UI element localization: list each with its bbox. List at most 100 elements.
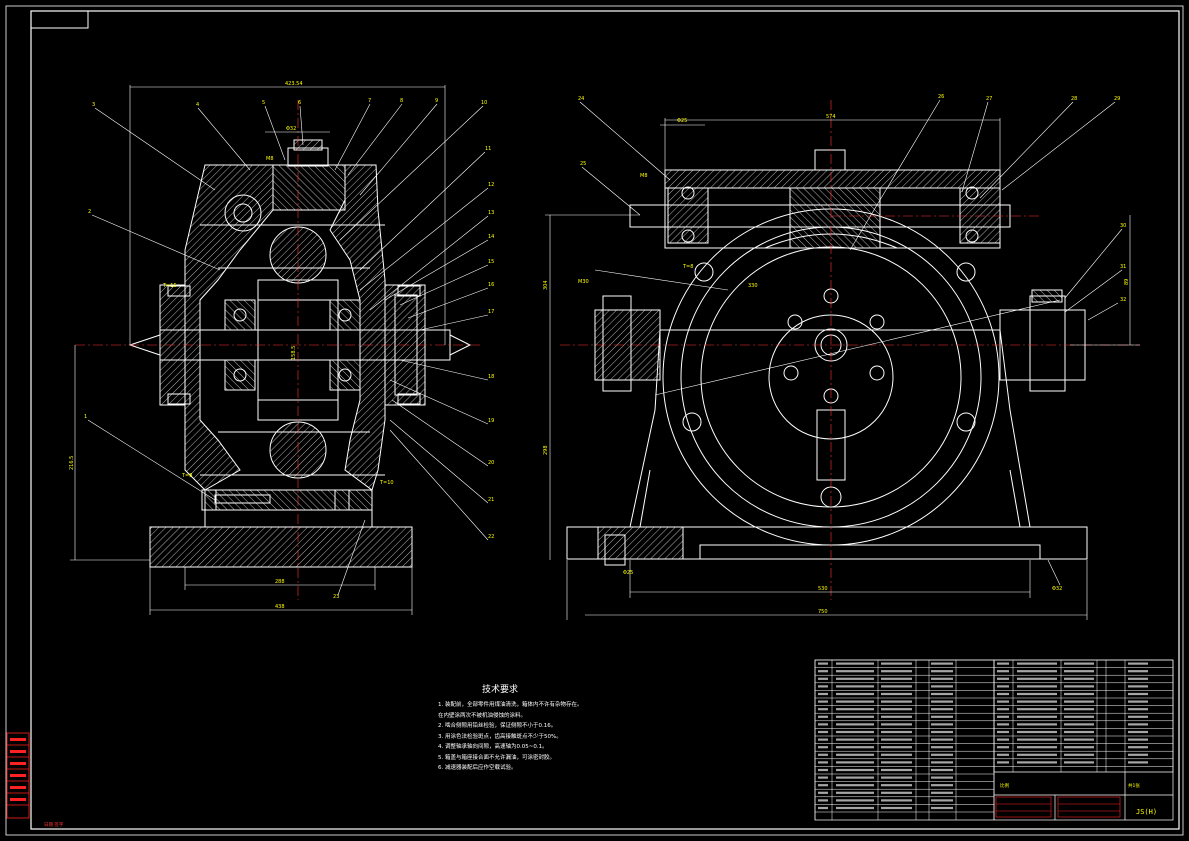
svg-text:9: 9	[435, 98, 438, 104]
parts-list-cell	[1064, 746, 1094, 749]
parts-list-cell	[1064, 708, 1094, 711]
svg-text:19: 19	[488, 418, 494, 424]
parts-list-cell	[931, 791, 953, 794]
parts-list-cell	[997, 761, 1009, 764]
parts-list-cell	[931, 715, 953, 718]
technical-requirements-list: 1. 装配前，全部零件用煤油清洗，箱体内不许有杂物存在。 在内壁涂两次不被机油侵…	[438, 700, 583, 774]
parts-list-cell	[818, 730, 828, 734]
svg-text:8: 8	[400, 98, 403, 104]
parts-list-cell	[931, 670, 953, 673]
signature-block	[995, 796, 1121, 818]
svg-text:304: 304	[543, 280, 549, 290]
right-centerlines	[560, 100, 1140, 600]
svg-text:10: 10	[481, 100, 487, 106]
parts-list-cell	[997, 700, 1009, 703]
parts-list-cell	[818, 685, 828, 688]
side-stamp-tag: 日期 签字	[44, 823, 64, 828]
parts-list-cell	[1017, 761, 1057, 764]
parts-list-cell	[931, 708, 953, 711]
svg-text:11: 11	[485, 146, 491, 152]
parts-list-cell	[1064, 738, 1094, 741]
parts-list-cell	[836, 784, 874, 787]
parts-list-cell	[818, 708, 828, 711]
parts-list-cell	[997, 708, 1009, 711]
svg-text:M8: M8	[640, 173, 648, 179]
svg-text:24: 24	[578, 96, 584, 102]
svg-text:23: 23	[333, 594, 339, 600]
svg-text:89: 89	[1124, 279, 1130, 285]
parts-list-cell	[1128, 692, 1148, 696]
svg-text:18: 18	[488, 374, 494, 380]
parts-list-cell	[881, 799, 912, 802]
parts-list-cell	[818, 776, 828, 779]
parts-list-cell	[1128, 685, 1148, 688]
svg-text:3: 3	[92, 102, 95, 108]
svg-text:750: 750	[818, 609, 828, 615]
parts-list-cell	[931, 662, 953, 665]
parts-list-cell	[997, 662, 1009, 665]
parts-list-cell	[1064, 685, 1094, 688]
parts-list-cell	[1128, 670, 1148, 673]
svg-text:29: 29	[1114, 96, 1120, 102]
requirement-item: 5. 箱盖与箱座接合面不允许漏油，可涂密封胶。	[438, 754, 555, 761]
parts-list-cell	[931, 776, 953, 779]
svg-text:12: 12	[488, 182, 494, 188]
right-front-view	[566, 149, 1088, 566]
parts-list-cell	[931, 723, 953, 726]
svg-text:T=8: T=8	[682, 264, 693, 270]
sheet-label: 共1张	[1128, 784, 1140, 789]
parts-list-cell	[881, 708, 912, 711]
svg-text:T=8: T=8	[181, 473, 192, 479]
parts-list-cell	[836, 768, 874, 772]
parts-list-cell	[931, 746, 953, 749]
requirement-item: 在内壁涂两次不被机油侵蚀的涂料。	[438, 712, 527, 719]
parts-list-cell	[931, 677, 953, 680]
parts-list-cell	[1064, 692, 1094, 696]
parts-list-rows	[814, 659, 1174, 820]
svg-text:330: 330	[748, 283, 758, 289]
parts-list-cell	[931, 784, 953, 787]
parts-list-cell	[1064, 730, 1094, 734]
parts-list-cell	[1017, 738, 1057, 741]
svg-text:32: 32	[1120, 297, 1126, 303]
parts-list-cell	[881, 700, 912, 703]
parts-list-cell	[836, 776, 874, 779]
parts-list-cell	[1128, 677, 1148, 680]
parts-list-cell	[836, 685, 874, 688]
technical-requirements-title: 技术要求	[482, 685, 519, 695]
parts-list-cell	[881, 692, 912, 696]
side-stamp-marks	[10, 738, 26, 801]
svg-text:T=10: T=10	[379, 480, 394, 486]
parts-list-cell	[836, 715, 874, 718]
left-section-view	[128, 139, 472, 568]
requirement-item: 6. 减速器装配后应作空载试验。	[438, 765, 517, 771]
svg-text:158.5: 158.5	[291, 346, 297, 360]
svg-text:26: 26	[938, 94, 944, 100]
parts-list-cell	[836, 761, 874, 764]
parts-list-cell	[836, 700, 874, 703]
scale-label: 比例	[1000, 784, 1009, 789]
parts-list-cell	[1017, 670, 1057, 673]
parts-list-cells	[818, 662, 1148, 810]
parts-list-cell	[1064, 715, 1094, 718]
parts-list-cell	[997, 715, 1009, 718]
parts-list-cell	[1128, 730, 1148, 734]
requirement-item: 1. 装配前，全部零件用煤油清洗，箱体内不许有杂物存在。	[438, 702, 583, 708]
svg-text:20: 20	[488, 460, 494, 466]
svg-text:Φ25: Φ25	[623, 570, 633, 576]
parts-list-cell	[1128, 662, 1148, 665]
parts-list-cell	[1128, 715, 1148, 718]
parts-list-cell	[1128, 708, 1148, 711]
parts-list-cell	[836, 723, 874, 726]
parts-list-cell	[881, 806, 912, 810]
parts-list-cell	[931, 692, 953, 696]
parts-list-cell	[836, 670, 874, 673]
svg-text:15: 15	[488, 259, 494, 265]
top-left-tag	[30, 10, 89, 29]
parts-list-cell	[836, 662, 874, 665]
parts-list-cell	[931, 730, 953, 734]
parts-list-cell	[1017, 708, 1057, 711]
right-dimension-text: 574 Φ25 M8 T=8 M30 330 530 750 Φ25 Φ32 3…	[543, 114, 1130, 615]
parts-list-cell	[997, 730, 1009, 734]
